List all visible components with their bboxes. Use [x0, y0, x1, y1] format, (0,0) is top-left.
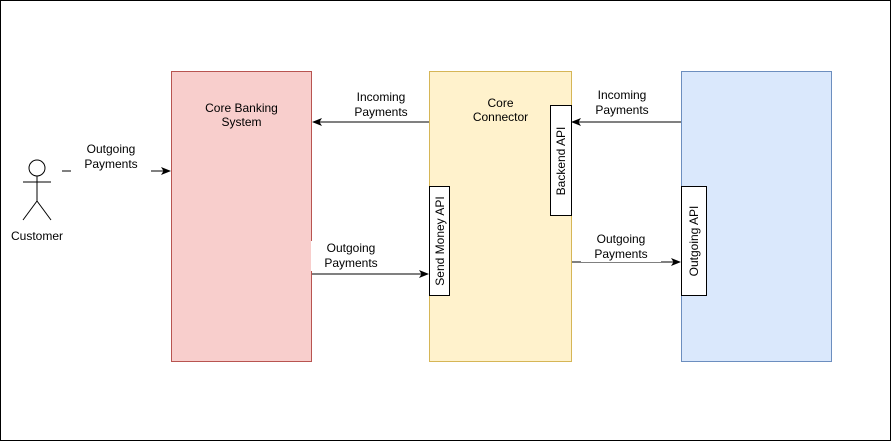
- outgoing-api-label: Outgoing API: [687, 205, 701, 277]
- edge-label-core-connector-outgoing: Outgoing Payments: [581, 232, 661, 262]
- edge-label-core-connector-incoming: Incoming Payments: [341, 90, 421, 120]
- backend-api-label: Backend API: [554, 126, 568, 195]
- core-banking-system-title: Core Banking System: [205, 101, 278, 129]
- core-connector-box[interactable]: Core Connector: [429, 71, 572, 362]
- outgoing-api-box[interactable]: Outgoing API: [681, 186, 707, 296]
- core-connector-title: Core Connector: [472, 96, 529, 124]
- send-money-api-label: Send Money API: [432, 196, 447, 286]
- edge-label-customer-outgoing: Outgoing Payments: [71, 142, 151, 172]
- edge-label-core-banking-outgoing: Outgoing Payments: [311, 241, 391, 271]
- edge-label-external-incoming: Incoming Payments: [582, 88, 662, 118]
- core-banking-system-box[interactable]: Core Banking System: [171, 71, 312, 362]
- backend-api-box[interactable]: Backend API: [550, 105, 572, 216]
- send-money-api-box[interactable]: Send Money API: [429, 186, 450, 296]
- customer-actor-icon: [22, 159, 52, 221]
- customer-label: Customer: [10, 229, 63, 243]
